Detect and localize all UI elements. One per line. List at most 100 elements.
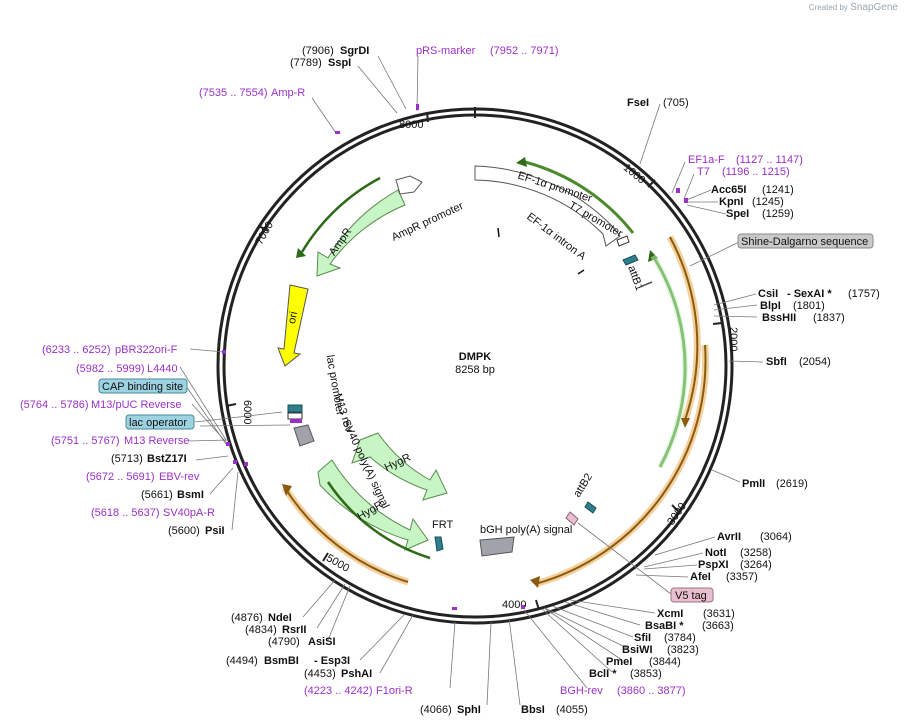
enzyme-kpni-pos: (1245) — [752, 196, 784, 208]
enzyme-bsshii-name[interactable]: BssHII — [762, 312, 796, 324]
enzyme-pmei-name[interactable]: PmeI — [606, 656, 632, 668]
enzyme-asisi-pos: (4790) — [268, 636, 300, 648]
sv40-polya-block[interactable] — [293, 424, 315, 447]
enzyme-pspxi-name[interactable]: PspXI — [698, 559, 729, 571]
enzyme-bbsi-name[interactable]: BbsI — [521, 704, 545, 716]
enzyme-sexai-name[interactable]: - SexAI * — [787, 288, 832, 300]
snapgene-branding: Created by SnapGene — [809, 2, 898, 13]
v5-tag-marker[interactable] — [565, 511, 579, 526]
enzyme-afei-name[interactable]: AfeI — [690, 571, 711, 583]
enzyme-sbfi-pos: (2054) — [799, 356, 831, 368]
frt-marker[interactable] — [434, 536, 444, 552]
bgh-polya-block[interactable] — [479, 536, 515, 557]
enzyme-asisi-name[interactable]: AsiSI — [308, 636, 336, 648]
orange-orf-right-arrowhead — [681, 418, 690, 428]
t7-promoter-marker[interactable] — [616, 235, 630, 247]
primer-amp-r-name[interactable]: Amp-R — [271, 87, 305, 99]
orange-orf-left-arrowhead — [282, 484, 292, 496]
primer-pbr322ori-f-name[interactable]: pBR322ori-F — [115, 344, 178, 356]
ori-arrow[interactable] — [277, 284, 309, 367]
enzyme-sfii-name[interactable]: SfiI — [634, 632, 651, 644]
primer-ef1a-f-name[interactable]: EF1a-F — [688, 154, 725, 166]
cap-binding-site-box[interactable]: CAP binding site — [98, 378, 188, 394]
enzyme-rsrii-name[interactable]: RsrII — [282, 624, 306, 636]
enzyme-sbfi-name[interactable]: SbfI — [766, 356, 787, 368]
tick-label-2000: 2000 — [727, 327, 739, 351]
enzyme-bcli-name[interactable]: BclI * — [589, 668, 617, 680]
ampr-outer-arrowhead — [296, 248, 306, 258]
ampr-outer-arc — [300, 176, 381, 253]
primer-f1ori-r-range: (4223 .. 4242) — [304, 685, 373, 697]
orange-orf-lower-arc — [534, 344, 707, 585]
primer-m13-rev-name[interactable]: M13 Reverse — [124, 435, 189, 447]
enzyme-kpni-name[interactable]: KpnI — [719, 196, 743, 208]
enzyme-pmli-name[interactable]: PmlI — [742, 478, 765, 490]
primer-m13puc-rev-range: (5764 .. 5786) — [20, 399, 89, 411]
enzyme-noti-pos: (3258) — [740, 547, 772, 559]
primer-prs-marker-name[interactable]: pRS-marker — [416, 45, 476, 57]
ampr-promoter-arrow[interactable] — [395, 175, 423, 195]
ef1a-intron-start-marker — [497, 227, 500, 238]
m13-rev-marker[interactable] — [290, 419, 302, 423]
lac-operator-box[interactable]: lac operator — [125, 414, 195, 430]
attb2-marker[interactable] — [584, 501, 597, 514]
ruler-ticks — [225, 111, 723, 611]
shine-dalgarno-box[interactable]: Shine-Dalgarno sequence — [737, 233, 874, 249]
attb1-marker[interactable] — [622, 254, 639, 266]
enzyme-pshai-name[interactable]: PshAI — [341, 668, 372, 680]
ori-label: ori — [286, 310, 300, 324]
hygr-outer-arrow[interactable] — [317, 459, 429, 551]
enzyme-spei-name[interactable]: SpeI — [726, 208, 749, 220]
ef1a-promoter-arrow[interactable] — [474, 165, 621, 247]
lac-operator-marker[interactable] — [287, 404, 303, 413]
enzyme-spei-pos: (1259) — [762, 208, 794, 220]
primer-m13puc-rev-name[interactable]: M13/pUC Reverse — [91, 399, 181, 411]
enzyme-sphi-name[interactable]: SphI — [457, 704, 481, 716]
enzyme-sspi-name[interactable]: SspI — [328, 57, 351, 69]
enzyme-avrii-pos: (3064) — [760, 531, 792, 543]
enzyme-psii-name[interactable]: PsiI — [205, 525, 225, 537]
enzyme-bsabi-name[interactable]: BsaBI * — [645, 620, 684, 632]
enzyme-pmli-pos: (2619) — [776, 478, 808, 490]
primer-f1ori-r-name[interactable]: F1ori-R — [376, 685, 413, 697]
enzyme-csii-name[interactable]: CsiI — [758, 288, 778, 300]
enzyme-xcmi-name[interactable]: XcmI — [657, 608, 683, 620]
v5-tag-label: V5 tag — [675, 590, 707, 602]
attb1-label: attB1 — [625, 264, 645, 292]
enzyme-ndei-name[interactable]: NdeI — [268, 612, 292, 624]
enzyme-sgrdi-name[interactable]: SgrDI — [340, 45, 369, 57]
lac-promoter-marker[interactable] — [287, 412, 303, 420]
enzyme-fsei-name[interactable]: FseI — [627, 97, 649, 109]
enzyme-esp3i-name[interactable]: - Esp3I — [314, 655, 350, 667]
primer-sv40pa-r-name[interactable]: SV40pA-R — [163, 507, 215, 519]
primer-bgh-rev-name[interactable]: BGH-rev — [560, 685, 603, 697]
enzyme-bsmi-name[interactable]: BsmI — [177, 489, 204, 501]
enzyme-bstz17i-pos: (5713) — [111, 453, 143, 465]
primer-sv40pa-r-range: (5618 .. 5637) — [91, 507, 160, 519]
enzyme-bstz17i-name[interactable]: BstZ17I — [147, 453, 187, 465]
enzyme-bsiwi-name[interactable]: BsiWI — [622, 644, 653, 656]
right-green-glow — [650, 254, 689, 469]
enzyme-blpi-name[interactable]: BlpI — [760, 300, 781, 312]
enzyme-blpi-pos: (1801) — [793, 300, 825, 312]
plasmid-name: DMPK — [459, 351, 491, 363]
primer-l4440-range: (5982 .. 5999) — [76, 363, 145, 375]
enzyme-fsei-pos: (705) — [663, 97, 689, 109]
hygr-inner-arrow[interactable] — [351, 432, 448, 501]
enzyme-sspi-pos: (7789) — [290, 57, 322, 69]
tick-label-4000: 4000 — [502, 599, 526, 611]
enzyme-bsmbi-name[interactable]: BsmBI — [264, 655, 299, 667]
enzyme-bsmi-pos: (5661) — [141, 489, 173, 501]
primer-l4440-name[interactable]: L4440 — [147, 363, 178, 375]
ampr-arrow[interactable] — [316, 189, 406, 277]
enzyme-acc65i-name[interactable]: Acc65I — [711, 184, 746, 196]
t7-promoter-label: T7 promoter — [567, 199, 625, 240]
primer-t7-name[interactable]: T7 — [697, 166, 710, 178]
enzyme-noti-name[interactable]: NotI — [705, 547, 726, 559]
frt-label: FRT — [432, 519, 453, 531]
enzyme-avrii-name[interactable]: AvrII — [717, 531, 741, 543]
primer-ebv-rev-name[interactable]: EBV-rev — [159, 471, 200, 483]
orange-orf-lower-arrowhead — [530, 576, 540, 588]
primer-ef1a-f-range: (1127 .. 1147) — [736, 154, 803, 166]
v5-tag-box[interactable]: V5 tag — [670, 587, 714, 603]
